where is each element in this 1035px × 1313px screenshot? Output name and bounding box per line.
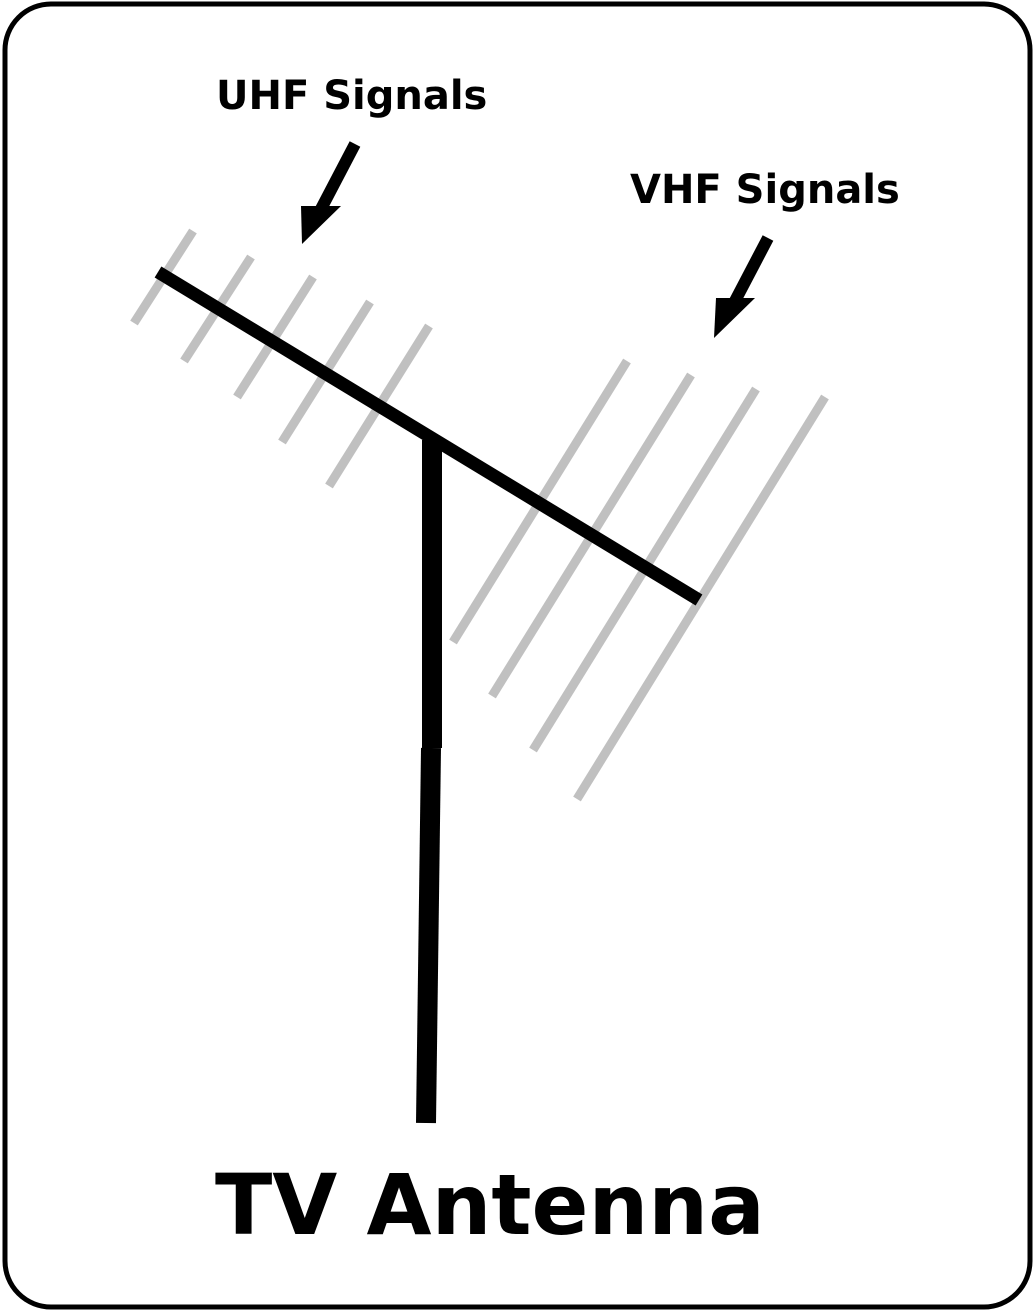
uhf-signals-label: UHF Signals — [216, 73, 487, 119]
vhf-element — [573, 394, 829, 802]
antenna-boom — [154, 266, 703, 606]
antenna-mast-lower — [416, 747, 441, 1124]
diagram-title: TV Antenna — [215, 1156, 765, 1254]
vhf-signals-label: VHF Signals — [630, 167, 900, 213]
arrow-down-left-icon — [301, 141, 361, 244]
arrow-down-left-icon — [714, 235, 774, 338]
